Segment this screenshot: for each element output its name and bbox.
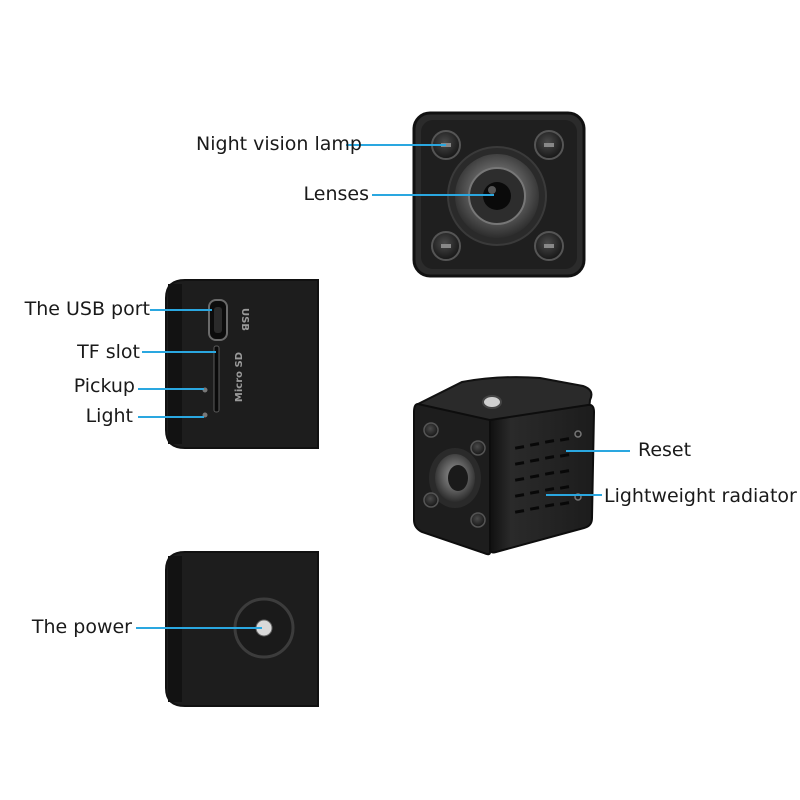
reset-icon — [574, 430, 582, 438]
leader-radiator — [546, 494, 602, 496]
micro-sd-marking: Micro SD — [234, 352, 245, 402]
label-usb-port: The USB port — [24, 298, 150, 320]
label-lenses: Lenses — [303, 183, 369, 205]
usb-port-icon — [208, 299, 228, 341]
usb-marking: USB — [239, 308, 250, 331]
radiator-vents-icon — [514, 437, 570, 514]
label-reset: Reset — [638, 439, 692, 461]
label-light: Light — [85, 405, 133, 427]
leader-lenses — [372, 194, 494, 196]
label-lightweight-radiator: Lightweight radiator — [604, 485, 797, 507]
leader-reset — [566, 450, 630, 452]
night-vision-lamp-icon — [431, 130, 564, 261]
tf-slot-icon — [213, 345, 220, 413]
leader-pickup — [138, 388, 204, 390]
leader-usb-port — [150, 309, 212, 311]
label-power: The power — [31, 616, 132, 638]
camera-side-view-ports: USB Micro SD — [165, 279, 319, 449]
leader-night-vision-lamp — [346, 144, 446, 146]
label-night-vision-lamp: Night vision lamp — [196, 133, 362, 155]
camera-front-view — [412, 111, 586, 278]
leader-tf-slot — [142, 351, 216, 353]
leader-power — [136, 627, 262, 629]
lens-icon — [447, 146, 547, 246]
leader-light — [138, 416, 204, 418]
label-tf-slot: TF slot — [77, 341, 140, 363]
camera-angled-view — [413, 376, 596, 556]
camera-side-view-power — [165, 551, 319, 707]
label-pickup: Pickup — [73, 375, 135, 397]
